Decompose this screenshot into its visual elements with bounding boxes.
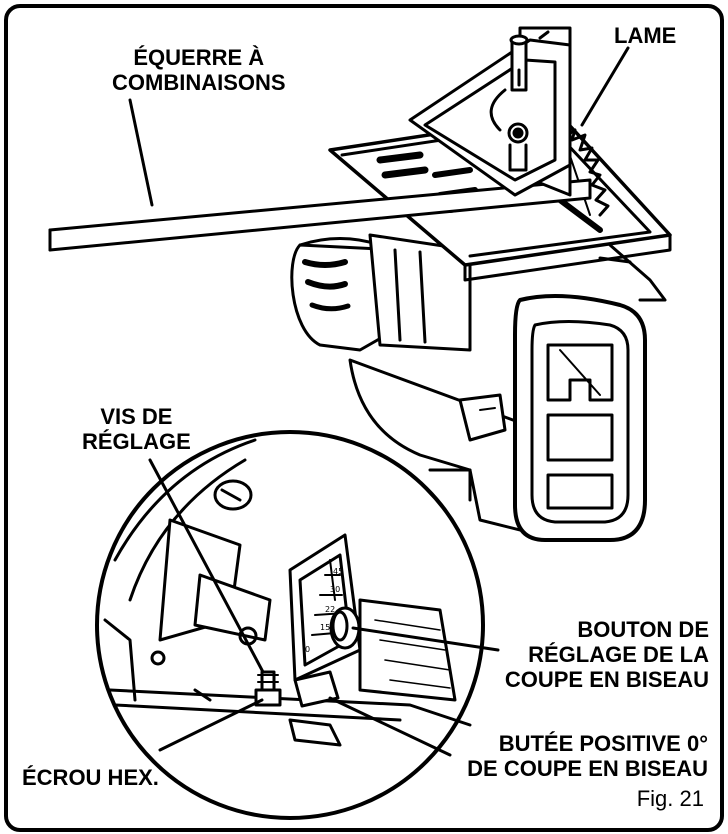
- scale-mark-22: 22: [325, 605, 335, 614]
- scale-mark-0: 0: [305, 645, 310, 654]
- label-blade: LAME: [614, 23, 677, 48]
- leader-blade: [580, 46, 630, 127]
- leader-positive-stop: [328, 696, 452, 757]
- detail-contents: 45 30 22 15 0: [103, 438, 472, 747]
- scale-mark-30: 30: [330, 585, 340, 594]
- figure-frame: [4, 4, 724, 832]
- label-bevel-knob: BOUTON DE RÉGLAGE DE LA COUPE EN BISEAU: [504, 617, 709, 692]
- leader-lines: [128, 46, 630, 757]
- label-hex-nut: ÉCROU HEX.: [22, 765, 159, 790]
- leader-bevel-knob: [351, 626, 500, 652]
- scale-mark-45: 45: [333, 567, 343, 576]
- leader-hex-nut: [158, 698, 264, 752]
- label-combination-square: ÉQUERRE À COMBINAISONS: [112, 45, 286, 95]
- combination-square: [48, 26, 592, 252]
- label-positive-stop: BUTÉE POSITIVE 0° DE COUPE EN BISEAU: [467, 731, 708, 781]
- leader-square: [128, 98, 154, 207]
- label-adjusting-screw: VIS DE RÉGLAGE: [82, 404, 191, 454]
- leader-screw: [148, 458, 265, 674]
- figure-number: Fig. 21: [636, 786, 704, 811]
- scale-mark-15: 15: [320, 623, 330, 632]
